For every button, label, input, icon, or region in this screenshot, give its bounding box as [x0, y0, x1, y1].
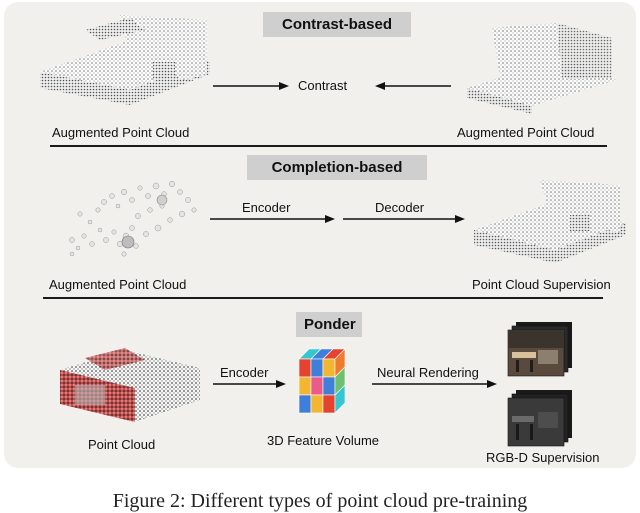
rgbd-image-stack [507, 322, 572, 447]
point-cloud-supervision-image [474, 180, 626, 263]
completion-right-caption: Point Cloud Supervision [472, 277, 611, 292]
section-divider-1 [50, 145, 607, 147]
ponder-left-caption: Point Cloud [88, 437, 156, 452]
feature-volume-cube-icon [298, 348, 346, 414]
sparse-point-cloud-image [69, 180, 197, 257]
neural-rendering-label: Neural Rendering [377, 365, 479, 380]
section-divider-2 [43, 297, 603, 299]
completion-left-caption: Augmented Point Cloud [49, 277, 187, 292]
augmented-point-cloud-left-image [40, 15, 210, 105]
ponder-encoder-label: Encoder [220, 365, 269, 380]
neural-rendering-arrow [372, 380, 497, 388]
contrast-arrow-right [213, 82, 289, 90]
contrast-left-caption: Augmented Point Cloud [52, 125, 190, 140]
completion-section-title: Completion-based [247, 155, 427, 180]
ponder-encoder-arrow [213, 380, 286, 388]
decoder-arrow-completion [343, 215, 465, 223]
contrast-arrow-left [375, 82, 451, 90]
contrast-label: Contrast [298, 78, 348, 93]
completion-encoder-label: Encoder [242, 200, 291, 215]
ponder-right-caption: RGB-D Supervision [486, 450, 600, 465]
completion-decoder-label: Decoder [375, 200, 425, 215]
contrast-section-title: Contrast-based [263, 12, 411, 37]
augmented-point-cloud-right-image [467, 23, 617, 114]
encoder-arrow-completion [210, 215, 335, 223]
feature-volume-caption: 3D Feature Volume [267, 433, 380, 448]
contrast-right-caption: Augmented Point Cloud [457, 125, 595, 140]
colored-point-cloud-image [60, 348, 200, 422]
ponder-section-title: Ponder [296, 312, 362, 337]
